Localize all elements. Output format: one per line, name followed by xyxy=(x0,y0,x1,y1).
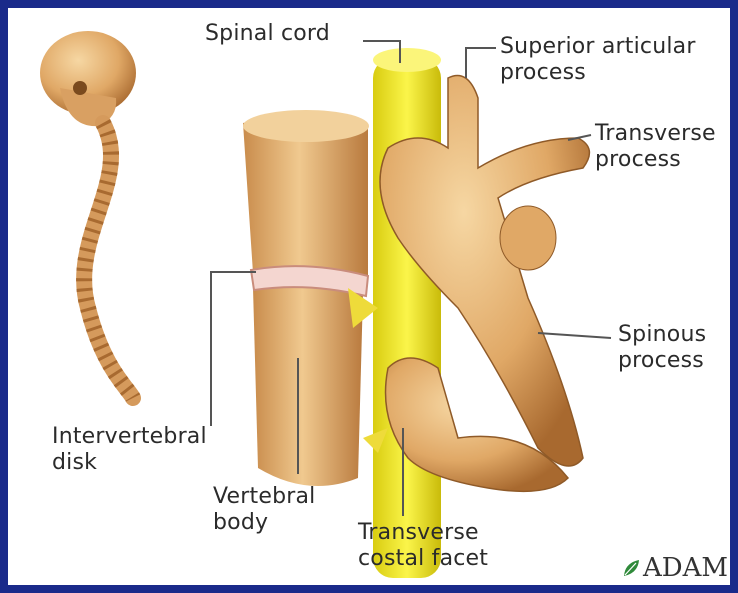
logo-text: ADAM xyxy=(643,553,728,583)
label-vertebral-body: Vertebral body xyxy=(213,484,316,536)
skeleton-figure xyxy=(40,31,136,398)
spinal-cord xyxy=(373,48,441,578)
vertebra-illustration xyxy=(8,8,730,585)
leader-spinous-process xyxy=(538,333,611,338)
diagram-frame: Spinal cord Superior articular process T… xyxy=(8,8,730,585)
adam-logo: ADAM xyxy=(621,553,728,583)
label-superior-articular-process: Superior articular process xyxy=(500,34,696,86)
leaf-icon xyxy=(621,557,643,579)
leader-intervertebral-disk xyxy=(211,272,256,426)
label-spinal-cord: Spinal cord xyxy=(205,21,330,47)
label-spinous-process: Spinous process xyxy=(618,322,706,374)
label-intervertebral-disk: Intervertebral disk xyxy=(52,424,207,476)
label-transverse-costal-facet: Transverse costal facet xyxy=(358,520,488,572)
leader-superior-articular xyxy=(466,48,496,78)
label-transverse-process: Transverse process xyxy=(595,121,716,173)
